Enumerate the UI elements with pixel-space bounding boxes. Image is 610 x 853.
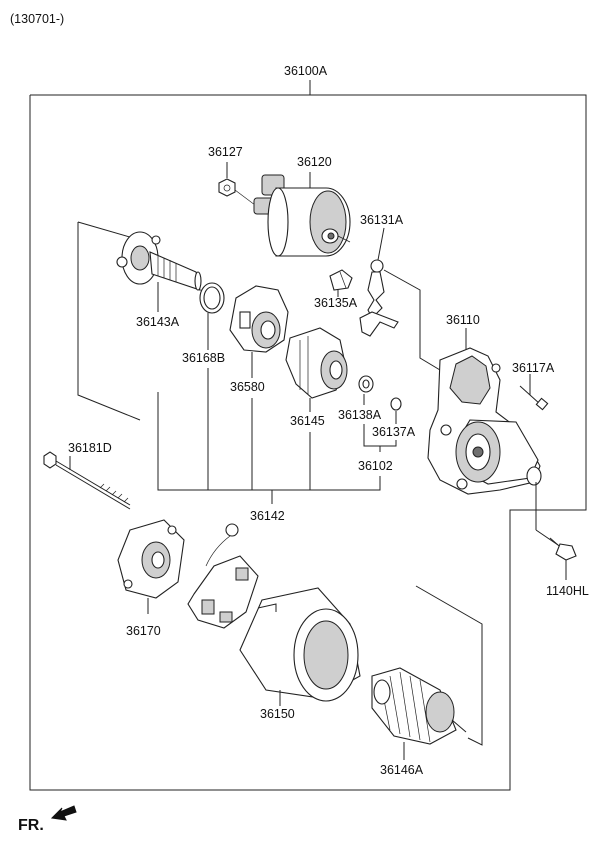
label-36110[interactable]: 36110 <box>446 313 480 327</box>
label-36146A[interactable]: 36146A <box>380 763 424 777</box>
link-line-36110 <box>383 269 441 371</box>
label-36127[interactable]: 36127 <box>208 145 243 159</box>
seal-ring-36168B[interactable] <box>199 282 225 314</box>
label-36143A[interactable]: 36143A <box>136 315 180 329</box>
snap-ring-36137A[interactable] <box>390 397 402 411</box>
label-36145[interactable]: 36145 <box>290 414 325 428</box>
label-36181D[interactable]: 36181D <box>68 441 112 455</box>
label-36168B[interactable]: 36168B <box>182 351 225 365</box>
label-36138A[interactable]: 36138A <box>338 408 382 422</box>
date-code-label: (130701-) <box>10 12 64 26</box>
label-36150[interactable]: 36150 <box>260 707 295 721</box>
front-housing-36110[interactable] <box>427 347 542 495</box>
label-36135A[interactable]: 36135A <box>314 296 358 310</box>
label-36117A[interactable]: 36117A <box>512 361 555 375</box>
through-bolt-36181D[interactable] <box>43 451 131 510</box>
label-1140HL[interactable]: 1140HL <box>546 584 589 598</box>
label-36102[interactable]: 36102 <box>358 459 393 473</box>
nut-36127[interactable] <box>218 178 256 206</box>
label-36131A[interactable]: 36131A <box>360 213 404 227</box>
yoke-36150[interactable] <box>239 587 361 702</box>
armature-36146A[interactable] <box>371 667 467 745</box>
clutch-36145[interactable] <box>285 327 348 399</box>
label-36170[interactable]: 36170 <box>126 624 161 638</box>
front-direction-label: FR. <box>18 817 44 834</box>
gear-housing-36580[interactable] <box>229 285 289 353</box>
leader-36131A <box>377 227 385 261</box>
label-36137A[interactable]: 36137A <box>372 425 416 439</box>
stop-ring-36138A[interactable] <box>358 375 374 393</box>
pinion-shaft-36143A[interactable] <box>116 231 202 291</box>
label-36120[interactable]: 36120 <box>297 155 332 169</box>
bracket-36142-left <box>77 222 141 421</box>
brush-holder[interactable] <box>187 523 259 629</box>
label-36142[interactable]: 36142 <box>250 509 285 523</box>
bolt-36117A[interactable] <box>519 385 549 411</box>
rear-cover-36170[interactable] <box>117 519 185 599</box>
front-arrow-icon <box>50 805 77 821</box>
shift-lever-36131A[interactable] <box>359 259 399 337</box>
assembly-frame <box>29 94 587 791</box>
label-36580[interactable]: 36580 <box>230 380 265 394</box>
label-36100A[interactable]: 36100A <box>284 64 328 78</box>
bracket-36142 <box>157 392 381 491</box>
bolt-1140HL[interactable] <box>535 482 577 561</box>
bracket-36146A <box>415 585 483 746</box>
solenoid-36120[interactable] <box>253 174 351 257</box>
cap-36135A[interactable] <box>329 269 353 291</box>
